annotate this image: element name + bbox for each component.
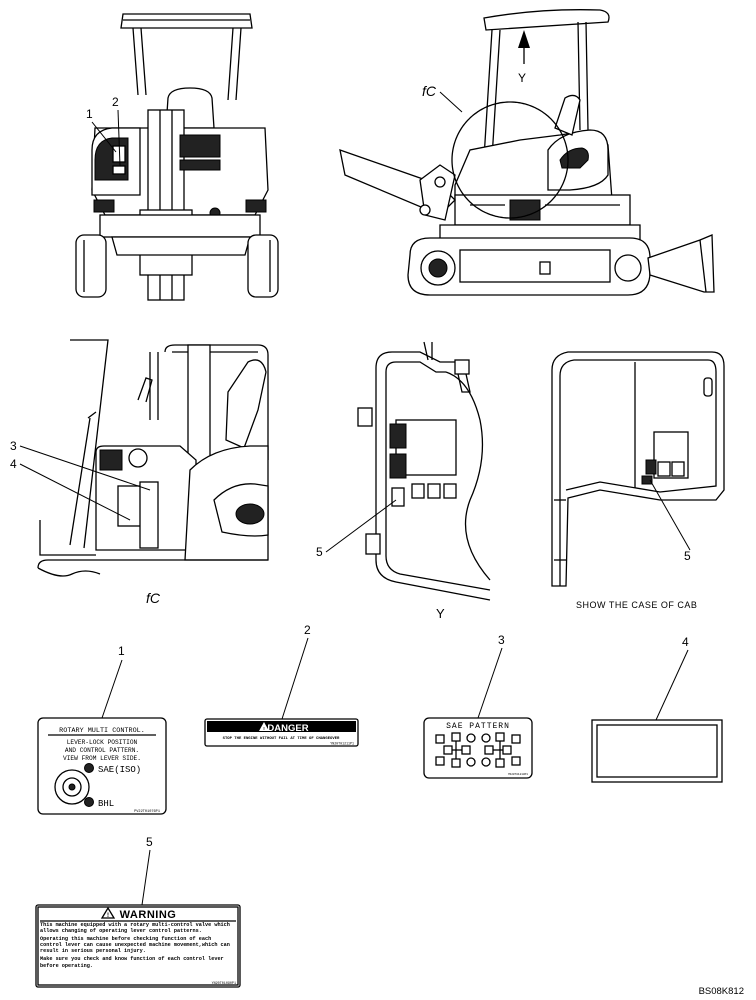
callout-5-decal: 5	[146, 835, 153, 849]
decal-1-rotary-multi-control: ROTARY MULTI CONTROL. LEVER-LOCK POSITIO…	[37, 717, 167, 815]
decal-5-paragraph-3: Make sure you check and know function of…	[40, 956, 224, 969]
detail-caption-fc: fC	[146, 590, 161, 606]
decal-5-paragraph-2: Operating this machine before checking f…	[40, 936, 230, 955]
callout-4-detail: 4	[10, 457, 17, 471]
decal-5-part-no: YN20T01090P1	[212, 982, 236, 986]
decal-1-line2: AND CONTROL PATTERN.	[65, 747, 139, 754]
decal-1-sae: SAE(ISO)	[98, 765, 141, 775]
decal-5-warning: ! WARNING This machine equipped with a r…	[35, 904, 241, 988]
decal-4-blank-plate	[591, 719, 723, 783]
view-y-panel	[357, 341, 491, 601]
callout-1-decal: 1	[118, 644, 125, 658]
decal-1-line3: VIEW FROM LEVER SIDE.	[63, 755, 141, 762]
decal-2-part-no: YN20T01211P1	[330, 742, 354, 746]
svg-text:!: !	[263, 726, 265, 731]
callout-5-view-y: 5	[316, 545, 323, 559]
arrow-y-label: Y	[518, 71, 526, 85]
callout-2-front: 2	[112, 95, 119, 109]
callout-3-detail: 3	[10, 439, 17, 453]
decal-1-title: ROTARY MULTI CONTROL.	[59, 727, 145, 735]
decal-2-text: STOP THE ENGINE WITHOUT FAIL AT TIME OF …	[223, 737, 340, 741]
drawing-id: BS08K812	[699, 986, 744, 997]
callout-2-decal: 2	[304, 623, 311, 637]
front-view-machine	[75, 13, 279, 301]
svg-text:!: !	[107, 913, 109, 919]
side-view-machine	[339, 9, 715, 296]
callout-4-decal: 4	[682, 635, 689, 649]
decal-1-bhl: BHL	[98, 799, 114, 809]
decal-5-paragraph-1: This machine equipped with a rotary mult…	[40, 922, 230, 935]
decal-2-header: DANGER	[267, 723, 308, 734]
cab-case-view	[551, 351, 725, 587]
decal-1-line1: LEVER-LOCK POSITION	[67, 739, 138, 746]
callout-3-decal: 3	[498, 633, 505, 647]
decal-3-part-no: YN20T01210P1	[508, 773, 528, 776]
detail-mark-fc: fC	[422, 83, 437, 99]
view-y-caption: Y	[436, 606, 445, 621]
decal-3-title: SAE PATTERN	[446, 722, 510, 731]
decal-5-header: WARNING	[120, 909, 177, 921]
callout-5-cab: 5	[684, 549, 691, 563]
callout-1-front: 1	[86, 107, 93, 121]
cab-caption: SHOW THE CASE OF CAB	[576, 600, 697, 610]
detail-view-fc	[37, 339, 269, 577]
decal-3-sae-pattern: SAE PATTERN YN20T01210P1	[423, 717, 533, 779]
decal-2-danger: ! DANGER STOP THE ENGINE WITHOUT FAIL AT…	[204, 718, 359, 747]
decal-1-part-no: PV22T01076P1	[134, 810, 160, 814]
